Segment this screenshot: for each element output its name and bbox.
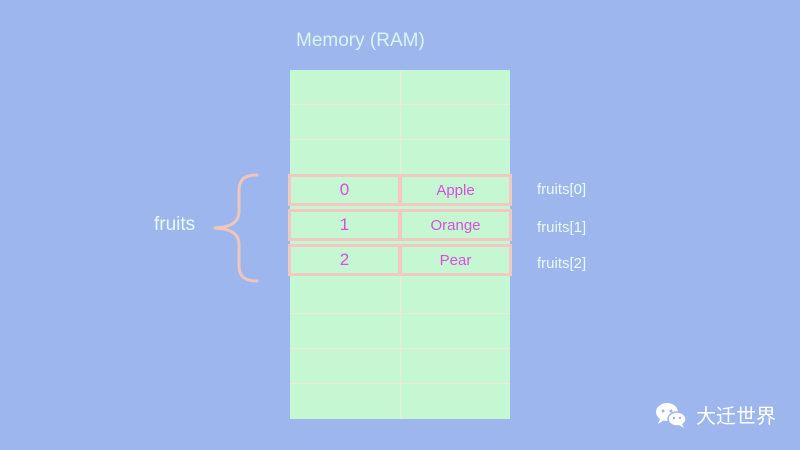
array-cell-index: 0 <box>288 174 401 206</box>
memory-row-divider <box>290 313 510 314</box>
array-cell-value: Apple <box>399 174 512 206</box>
element-label: fruits[0] <box>537 181 587 198</box>
array-cell-index: 1 <box>288 209 401 241</box>
watermark-text: 大迁世界 <box>696 406 776 428</box>
element-label: fruits[2] <box>537 255 587 272</box>
memory-row-divider <box>290 104 510 105</box>
curly-brace-icon <box>213 173 259 283</box>
memory-row-divider <box>290 383 510 384</box>
memory-block: 0 Apple 1 Orange 2 Pear <box>288 70 512 419</box>
element-label: fruits[1] <box>537 219 587 236</box>
array-cell-value: Pear <box>399 244 512 276</box>
array-cell-index: 2 <box>288 244 401 276</box>
array-cell-value: Orange <box>399 209 512 241</box>
watermark: 大迁世界 <box>654 400 776 429</box>
diagram-title: Memory (RAM) <box>296 30 425 51</box>
memory-row-divider <box>290 348 510 349</box>
array-name-label: fruits <box>154 214 196 235</box>
wechat-icon <box>656 402 687 428</box>
memory-row-divider <box>290 139 510 140</box>
